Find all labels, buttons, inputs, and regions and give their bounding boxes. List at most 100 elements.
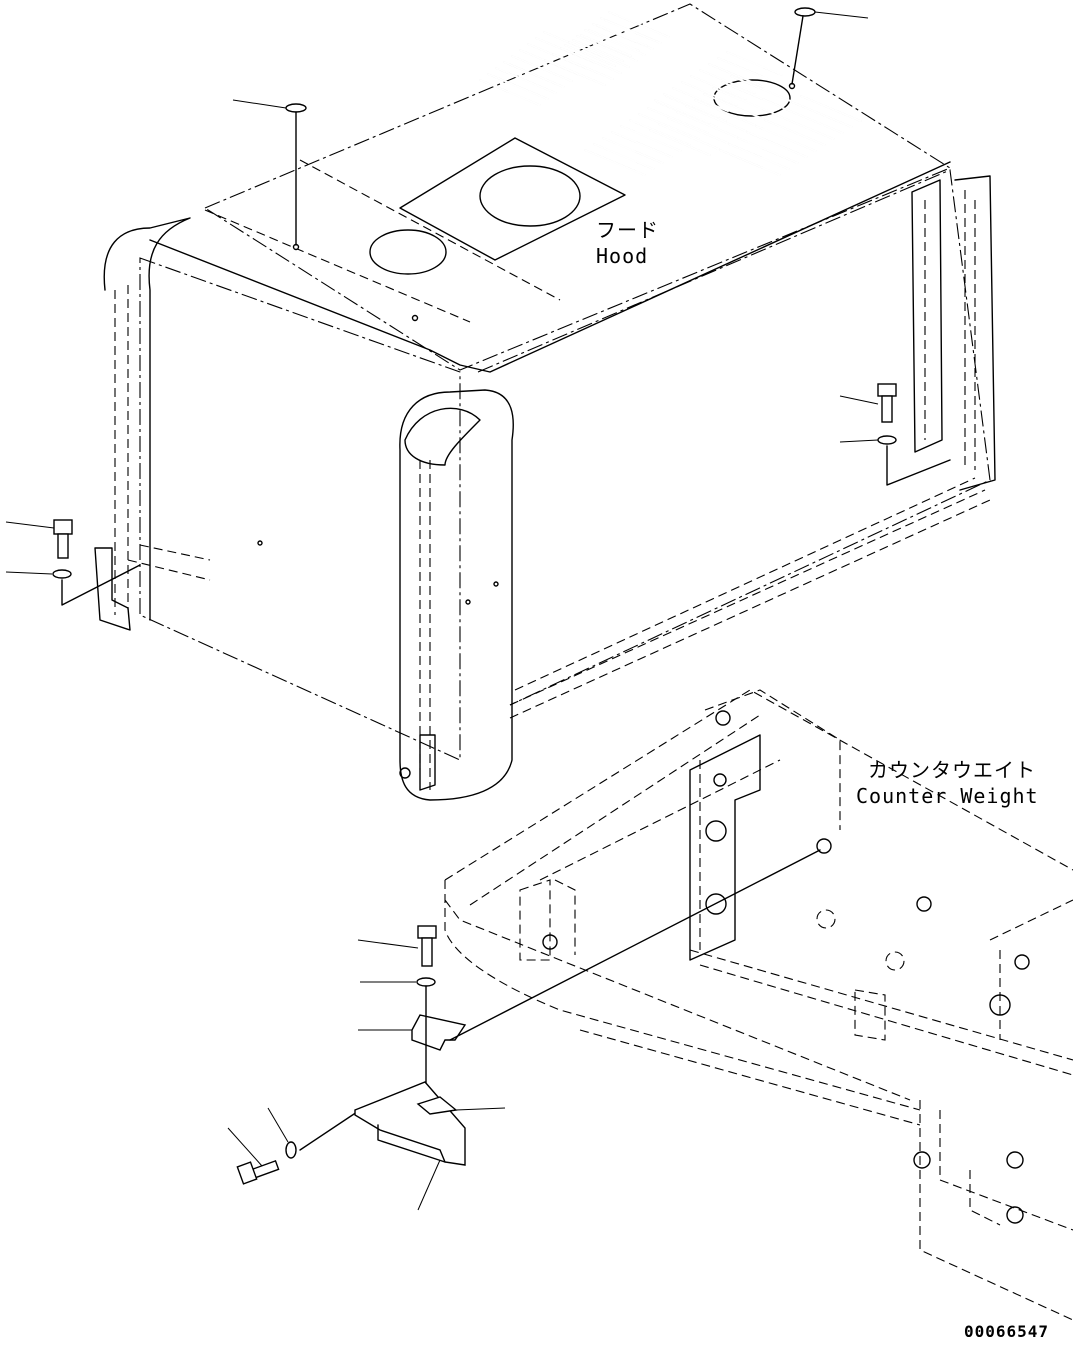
grille-slot-inner: [658, 123, 720, 151]
hood-left-bracket: [94, 547, 131, 631]
grille-slot-inner: [654, 99, 711, 125]
counterweight-boss: [916, 896, 932, 912]
plug-cap: [794, 7, 816, 17]
plug-axis: [791, 15, 804, 85]
grille-slot-inner: [596, 24, 648, 47]
grille-slot-inner: [608, 11, 670, 39]
leader-line: [839, 395, 879, 405]
bolt-shank: [881, 395, 893, 423]
grille-slot-inner: [667, 117, 729, 145]
counterweight-hidden-hole: [885, 951, 905, 971]
hood-fasteners: [5, 7, 951, 606]
grille-slot-inner: [647, 107, 709, 135]
counterweight-boss: [1006, 1206, 1024, 1224]
grille-slot-inner: [580, 34, 632, 57]
hood-ventilation-grilles: [479, 11, 862, 177]
counterweight-block: [689, 734, 761, 961]
hood-hole: [493, 581, 499, 587]
grille-slot-inner: [737, 137, 799, 165]
grille-slot-inner: [568, 41, 630, 69]
grille-slot-inner: [503, 61, 565, 89]
leader-line: [227, 1127, 263, 1167]
leader-line: [357, 939, 419, 949]
counterweight-top: [444, 689, 1073, 906]
counterweight-boss: [913, 1151, 931, 1169]
alignment-line: [449, 849, 821, 1041]
counterweight-boss: [705, 820, 727, 842]
counterweight-block-hidden: [699, 689, 841, 950]
grille-slot-inner: [487, 73, 549, 101]
grille-slot-inner: [495, 67, 557, 95]
grille-slot-inner: [602, 137, 664, 165]
counterweight-right-lug: [969, 950, 1001, 1226]
grille-slot-inner: [717, 57, 774, 83]
leader-line: [455, 1107, 506, 1111]
grille-slot-inner: [699, 69, 756, 95]
bolt-head: [236, 1161, 258, 1185]
mounting-bracket-edge: [377, 1124, 446, 1163]
plug-cap: [285, 103, 307, 113]
bolt-head: [53, 519, 73, 535]
grille-slot-inner: [730, 75, 792, 103]
counterweight-boss: [715, 710, 731, 726]
grille-slot-inner: [564, 44, 616, 67]
counterweight-recess: [519, 879, 886, 1041]
counterweight-lower-face: [579, 949, 1073, 1126]
grille-slot-inner: [773, 113, 835, 141]
grille-slot-inner: [712, 87, 774, 115]
counterweight-boss: [705, 893, 727, 915]
grille-slot-inner: [685, 105, 747, 133]
leader-line: [5, 571, 53, 575]
grille-slot-inner: [708, 63, 765, 89]
leader-line: [839, 439, 879, 443]
washer: [877, 435, 897, 445]
hood-front-roll-cap: [404, 407, 481, 466]
counterweight-boss: [1014, 954, 1030, 970]
hood-top-ridge: [149, 161, 951, 373]
grille-slot-inner: [782, 107, 844, 135]
grille-slot-inner: [746, 131, 808, 159]
hood-top-ridge-hidden: [204, 159, 561, 323]
mounting-parts: [227, 849, 821, 1211]
grille-slot-inner: [791, 101, 853, 129]
hood-assembly: [94, 3, 996, 801]
grille-slot-inner: [681, 81, 738, 107]
grille-slot-inner: [576, 35, 638, 63]
grille-slot-inner: [800, 95, 862, 123]
grille-slot-inner: [719, 149, 781, 177]
grille-slot-inner: [656, 101, 718, 129]
leader-line: [232, 99, 287, 109]
grille-slot-inner: [721, 81, 783, 109]
hood-left-opening: [369, 229, 447, 275]
grille-slot-inner: [584, 29, 646, 57]
mounting-bracket: [354, 1081, 466, 1166]
bolt-head: [877, 383, 897, 397]
grille-slot-inner: [694, 99, 756, 127]
grille-slot-inner: [629, 119, 691, 147]
washer: [416, 977, 436, 987]
grille-slot-inner: [588, 29, 640, 52]
grille-slot-inner: [552, 53, 614, 81]
washer: [285, 1141, 297, 1159]
grille-slot-inner: [560, 47, 622, 75]
hood-hole: [465, 599, 471, 605]
leader-line: [417, 1159, 441, 1211]
grille-slot-inner: [584, 149, 646, 177]
hood-right-panel: [477, 169, 991, 706]
grille-slot-inner: [690, 75, 747, 101]
fastener-axis: [61, 564, 141, 606]
bolt-head: [417, 925, 437, 939]
hood-front-bracket-hole: [399, 767, 411, 779]
grille-slot-inner: [764, 119, 826, 147]
counterweight-label-en: Counter Weight: [856, 784, 1039, 808]
grille-slot-inner: [649, 129, 711, 157]
hood-right-bracket: [911, 175, 996, 491]
hood-left-roll-hidden: [114, 285, 129, 615]
leader-line: [5, 521, 55, 529]
grille-slot-inner: [611, 131, 673, 159]
grille-slot-inner: [511, 55, 573, 83]
grille-slot-inner: [620, 125, 682, 153]
hood-hole: [411, 314, 419, 322]
grille-slot-inner: [755, 125, 817, 153]
